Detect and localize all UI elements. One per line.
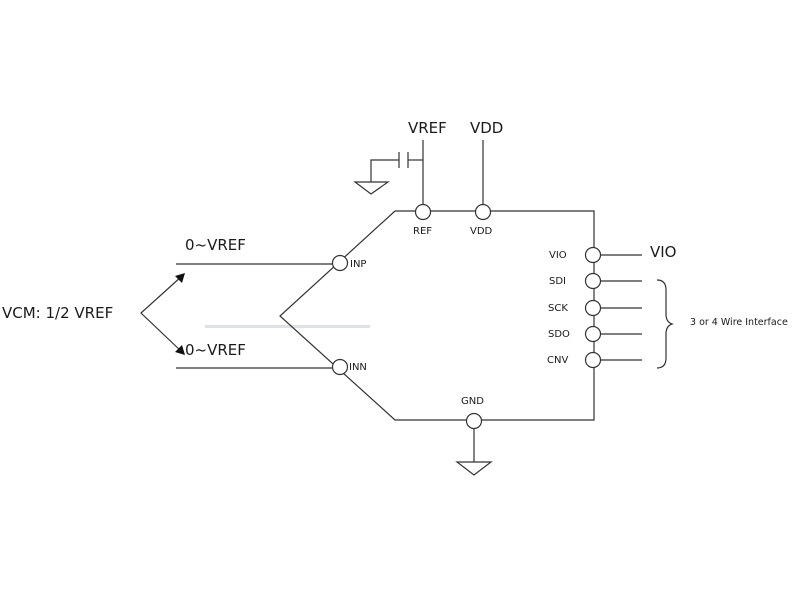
arrowhead-icon [175, 273, 185, 283]
pin-label-inp: INP [350, 259, 366, 270]
vcm-arrows [140, 275, 183, 353]
vref-supply-label: VREF [408, 119, 447, 137]
ground-icon [455, 461, 493, 476]
pin-cnv [584, 351, 602, 369]
watermark-rule [205, 325, 370, 328]
vcm-label: VCM: 1/2 VREF [2, 304, 113, 322]
adc-body [279, 210, 595, 421]
pin-label-inn: INN [349, 362, 367, 373]
pin-vdd [474, 203, 492, 221]
pin-label-sdo: SDO [548, 329, 570, 340]
pin-inn [331, 358, 349, 376]
pin-label-sdi: SDI [549, 276, 566, 287]
pin-label-vio: VIO [549, 250, 567, 261]
pin-sdo [584, 325, 602, 343]
brace [656, 279, 674, 369]
vdd-supply-label: VDD [470, 119, 503, 137]
pin-inp [331, 254, 349, 272]
neg-input-range: 0~VREF [185, 341, 246, 359]
pins [331, 203, 602, 430]
pin-vio [584, 246, 602, 264]
pin-label-ref: REF [413, 226, 432, 237]
pin-sdi [584, 272, 602, 290]
pin-label-vdd: VDD [470, 226, 493, 237]
watermark [205, 325, 370, 328]
pos-input-range: 0~VREF [185, 236, 246, 254]
pin-label-cnv: CNV [547, 355, 568, 366]
pin-gnd [465, 412, 483, 430]
pin-sck [584, 299, 602, 317]
arrowhead-icon [175, 345, 185, 355]
pin-ref [414, 203, 432, 221]
wires [140, 140, 674, 476]
pin-label-sck: SCK [548, 303, 568, 314]
ground-icon [353, 181, 390, 195]
vio-output-label: VIO [650, 243, 677, 261]
pin-label-gnd: GND [461, 396, 484, 407]
interface-label: 3 or 4 Wire Interface [690, 317, 788, 328]
